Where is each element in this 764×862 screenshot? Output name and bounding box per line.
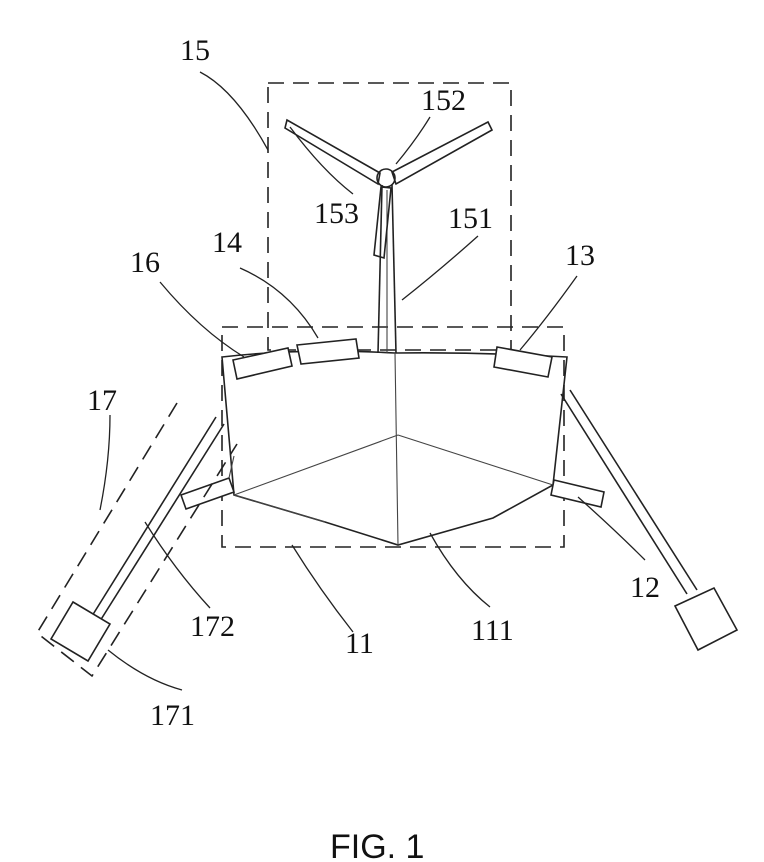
label-12: 12 [630, 571, 660, 604]
mooring-arm-right [561, 390, 737, 650]
label-152: 152 [421, 84, 466, 117]
label-13: 13 [565, 239, 595, 272]
label-16: 16 [130, 246, 160, 279]
hull-111 [222, 351, 567, 545]
wind-turbine [285, 120, 492, 353]
reference-numerals: 15 152 153 151 14 16 13 17 172 11 111 12… [87, 34, 660, 732]
label-172: 172 [190, 610, 235, 643]
deck-equipment [233, 339, 552, 379]
thrusters-12 [181, 456, 604, 509]
label-153: 153 [314, 197, 359, 230]
label-15: 15 [180, 34, 210, 67]
label-17: 17 [87, 384, 117, 417]
label-171: 171 [150, 699, 195, 732]
figure-caption: FIG. 1 [330, 828, 424, 862]
label-11: 11 [345, 627, 374, 660]
leader-lines [100, 72, 645, 690]
label-151: 151 [448, 202, 493, 235]
label-14: 14 [212, 226, 242, 259]
label-111: 111 [471, 614, 514, 647]
